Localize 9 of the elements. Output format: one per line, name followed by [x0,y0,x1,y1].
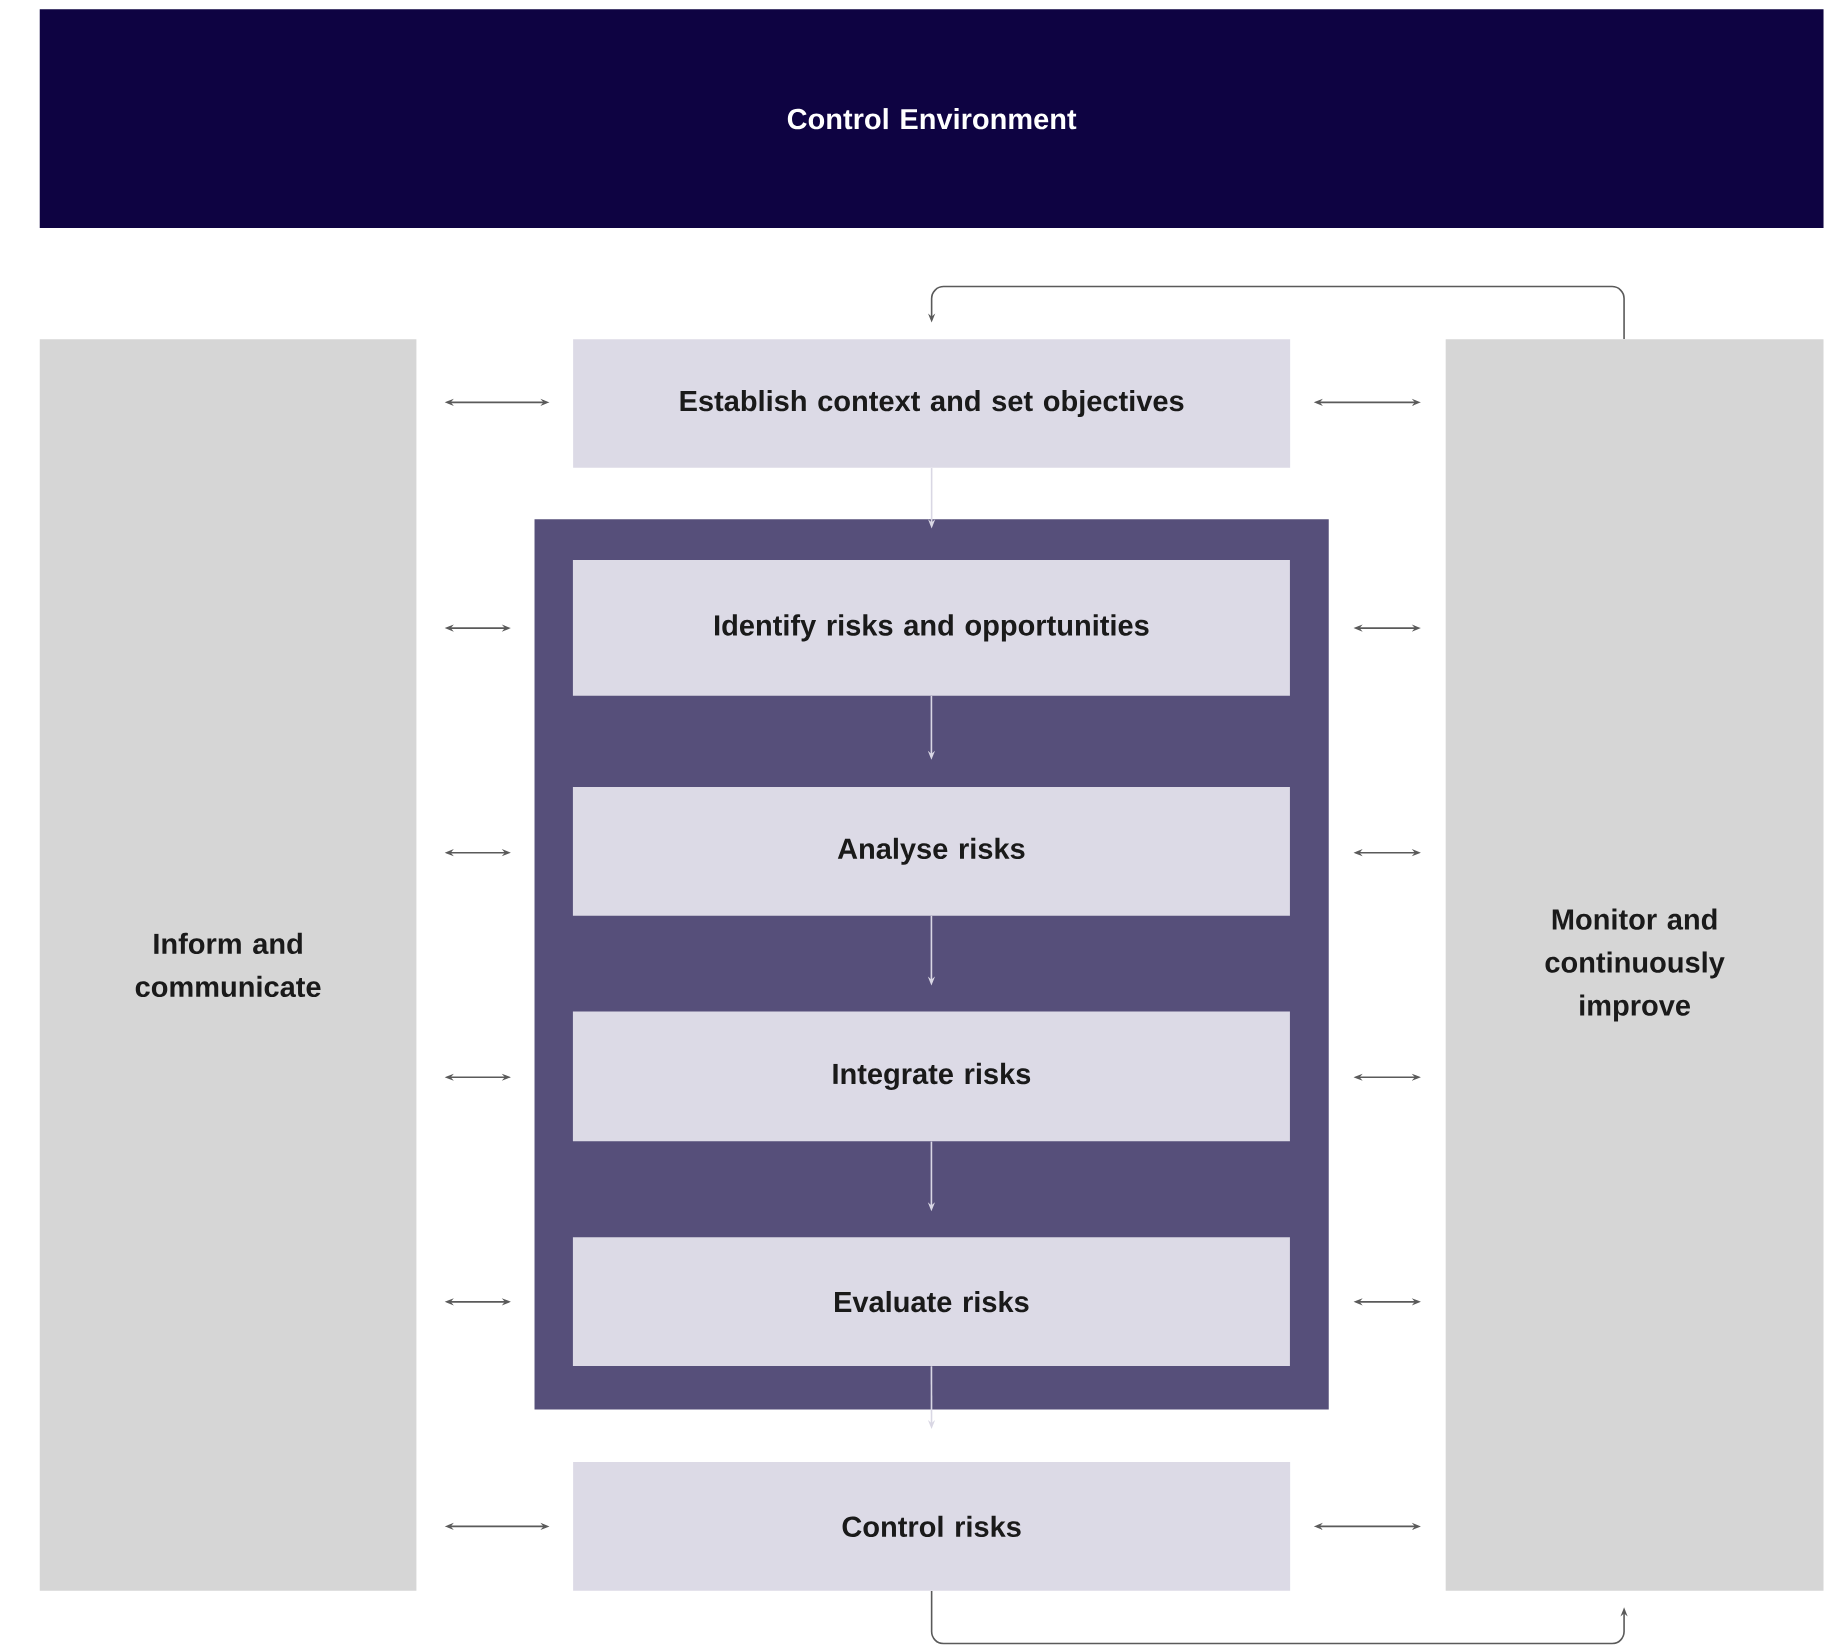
process-box: Control risks [573,1462,1291,1591]
process-box: Integrate risks [572,1011,1290,1142]
process-box: Evaluate risks [572,1237,1290,1367]
title-band: Control Environment [39,9,1824,229]
process-box: Identify risks and opportunities [572,560,1290,696]
process-box: Analyse risks [572,787,1290,916]
side-panel: Inform and communicate [39,339,417,1591]
process-box: Establish context and set objectives [573,339,1291,469]
side-panel: Monitor and continuously improve [1445,339,1824,1591]
